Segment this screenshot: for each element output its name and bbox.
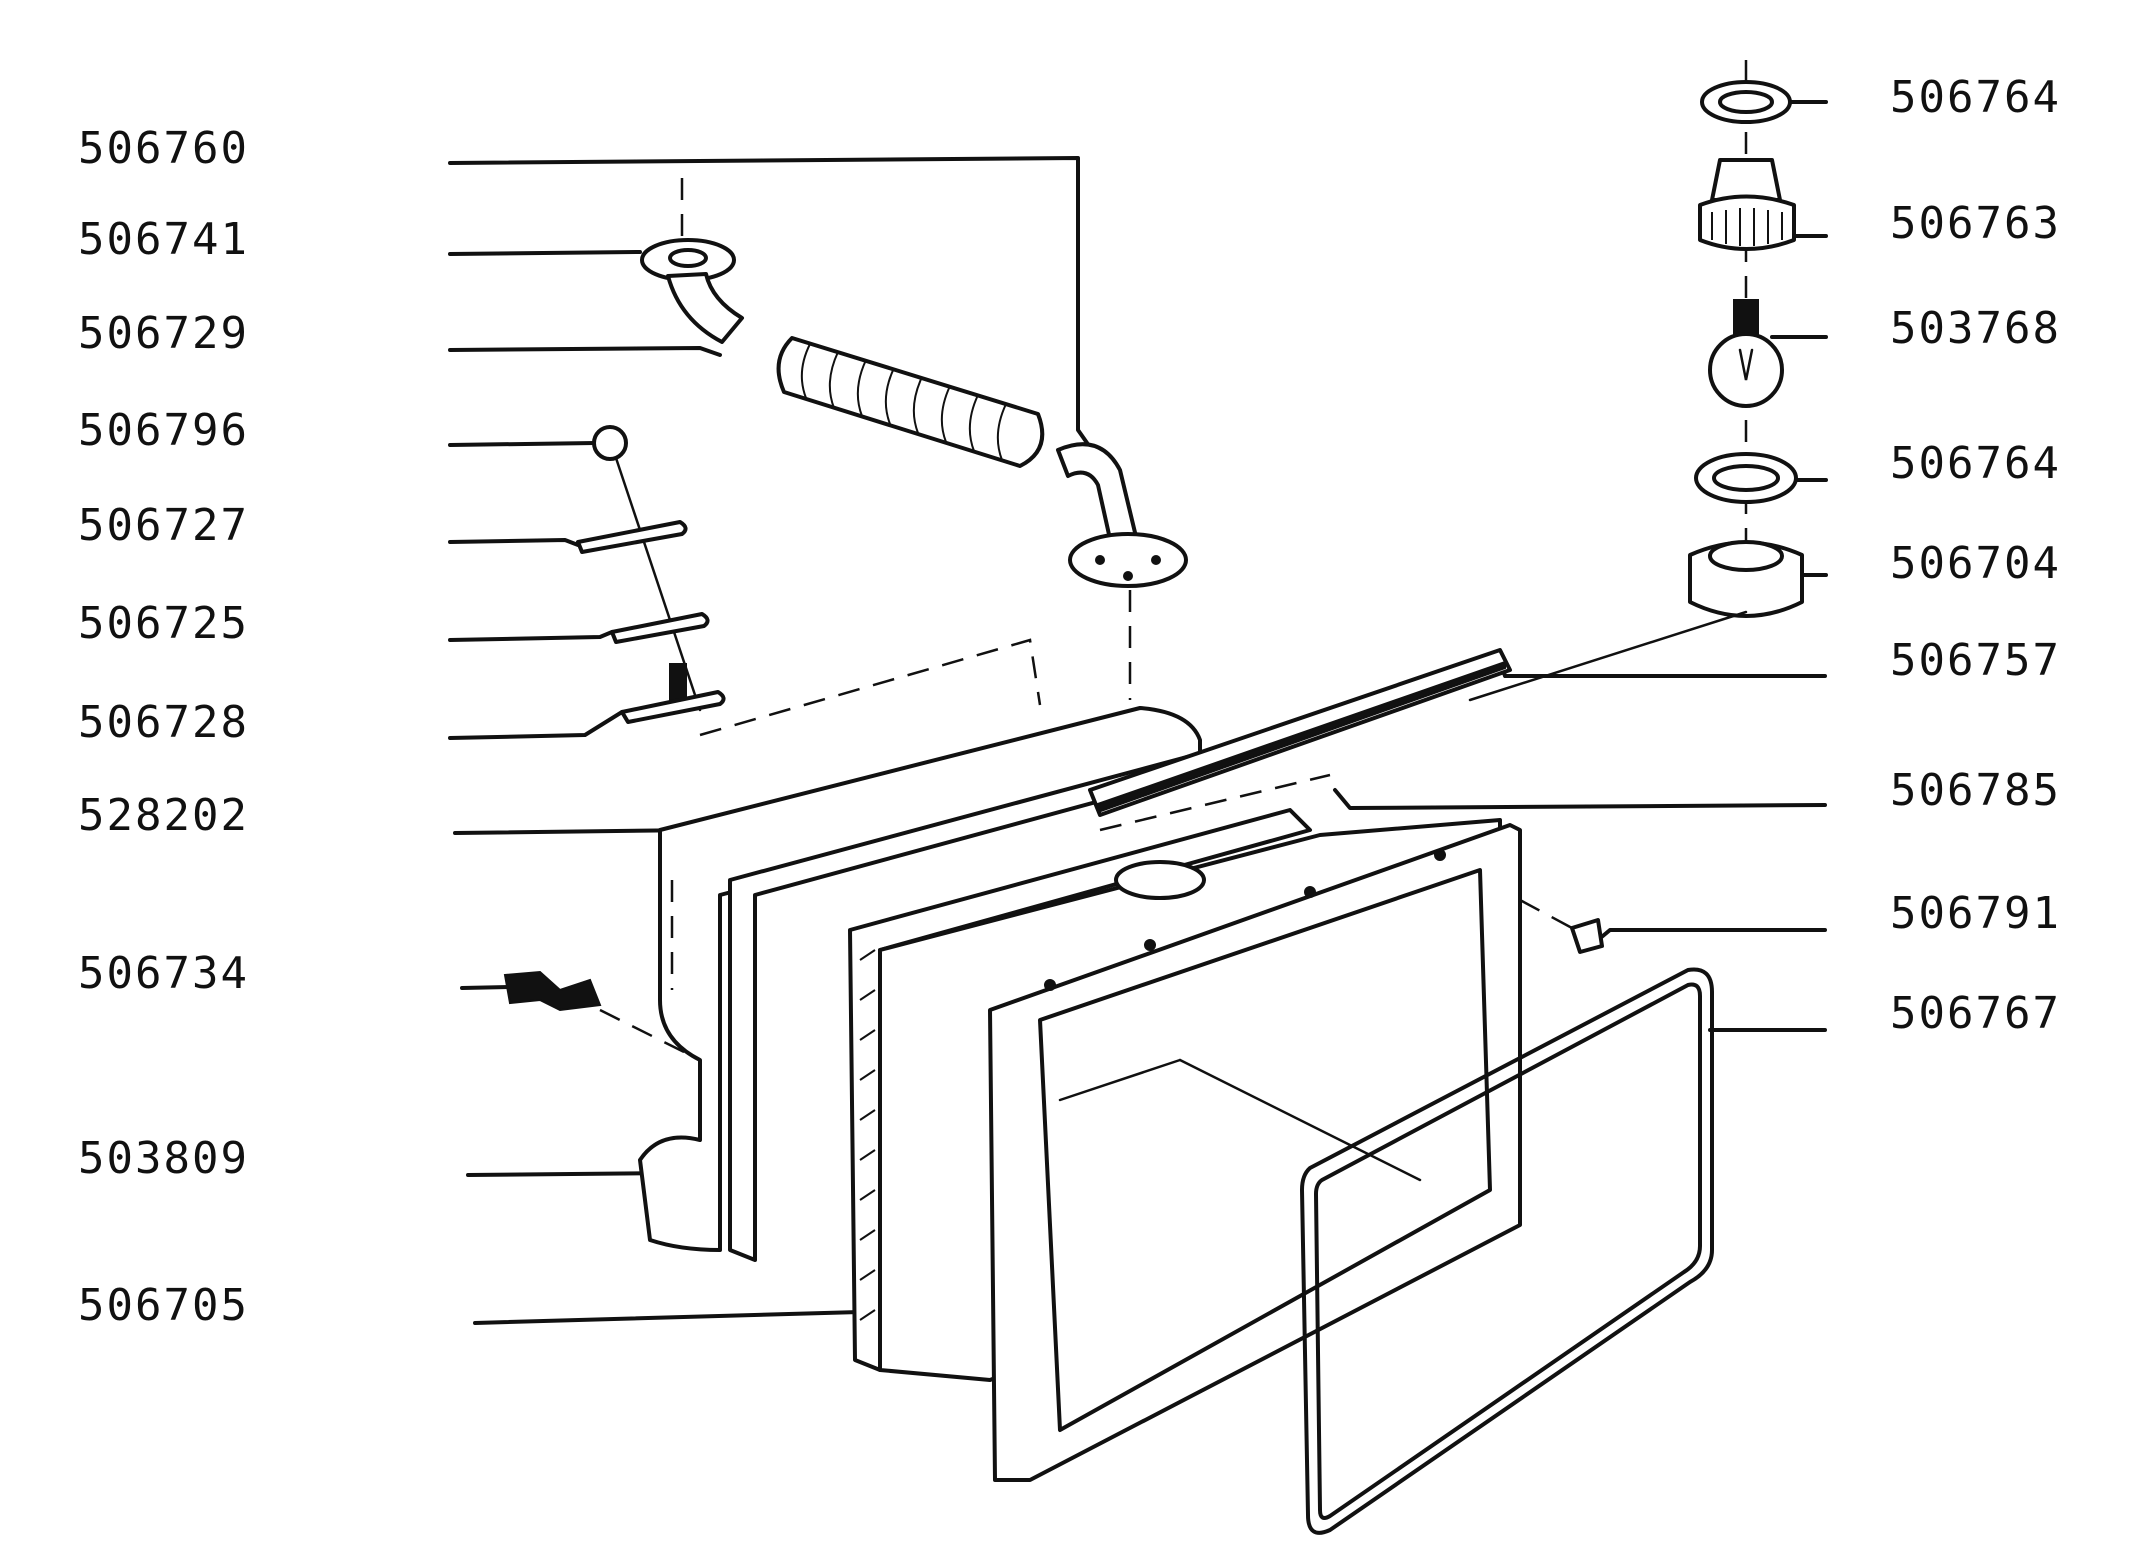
frame-screw-3 [1304,886,1316,898]
label-506729: 506729 [78,308,249,359]
connector-plug [503,970,602,1012]
right-label-column: 506764 506763 503768 506764 506704 50675… [1890,72,2061,1039]
clip-dash [1519,898,1573,930]
leader-506705 [473,1310,862,1325]
insulation-hatch [859,949,876,1321]
label-506741: 506741 [78,214,249,265]
cavity-inner-line-2 [1178,1058,1422,1182]
corrugated-hose [776,336,1045,468]
bulb-glass [1708,332,1784,408]
shell-dash-top [699,638,1042,737]
lamp-cover-glass [1708,540,1784,572]
probe-stack [576,425,726,724]
pipe-elbow-top [666,272,744,344]
label-506728: 506728 [78,697,249,748]
leader-506729 [448,346,722,357]
bulb-filament [1738,348,1754,381]
front-opening [1038,868,1492,1432]
pipe-flange-right [1068,532,1188,588]
flange-bolt-3 [1123,571,1133,581]
lamp-holder-ribs [1711,208,1783,246]
leader-506728 [448,710,624,740]
label-506791: 506791 [1890,888,2061,939]
label-506764-top: 506764 [1890,72,2061,123]
seal-ring-top-hole [1718,90,1774,114]
frame-screw-2 [1144,939,1156,951]
door-seal [1300,967,1714,1535]
label-506760: 506760 [78,123,249,174]
leader-506725 [448,630,614,642]
connector-dash [599,1008,691,1057]
label-506796: 506796 [78,405,249,456]
label-506704: 506704 [1890,538,2061,589]
probe-axis [614,456,702,712]
lamp-holder-neck [1710,158,1782,202]
label-506734: 506734 [78,948,249,999]
top-rail-groove [1093,660,1506,814]
frame-screw-1 [1044,979,1056,991]
right-leader-lines [1333,100,1828,1032]
label-528202: 528202 [78,790,249,841]
frame-screw-4 [1434,849,1446,861]
small-clip [1519,898,1604,954]
label-506785: 506785 [1890,765,2061,816]
lamp-cover-axis [1468,610,1748,702]
leader-506785 [1333,788,1827,810]
probe-plate-506728 [620,690,726,724]
leader-506796 [448,441,597,447]
leader-506734 [460,985,512,990]
label-506757: 506757 [1890,635,2061,686]
oven-cavity [638,638,1522,1482]
label-503809: 503809 [78,1133,249,1184]
lamp-holder-body [1698,194,1796,251]
rail-dash [1099,773,1331,832]
label-503768: 503768 [1890,303,2061,354]
leader-506727 [448,538,580,547]
probe-stem [669,663,687,701]
flange-bolt-1 [1095,555,1105,565]
probe-plate-506725 [610,612,710,644]
cavity-top-port [1114,860,1206,900]
clip-body [1570,918,1604,954]
seal-ring-bottom-hole [1712,464,1780,492]
side-connector [503,970,691,1057]
label-506763: 506763 [1890,198,2061,249]
bulb-base [1733,299,1759,335]
door-seal-inner [1314,982,1702,1520]
label-506767: 506767 [1890,988,2061,1039]
label-506764-bottom: 506764 [1890,438,2061,489]
label-506727: 506727 [78,500,249,551]
lamp-assembly [1468,60,1804,702]
left-label-column: 506760 506741 506729 506796 506727 50672… [78,123,249,1331]
label-506705: 506705 [78,1280,249,1331]
cavity-inner-line-1 [1058,1058,1182,1102]
label-506725: 506725 [78,598,249,649]
probe-plate-506727 [576,520,688,554]
outer-shell [638,706,1202,1252]
leader-506791 [1596,928,1827,942]
steam-pipe-assembly [640,178,1188,700]
probe-knob-506796 [592,425,628,461]
flange-bolt-2 [1151,555,1161,565]
door-seal-outer [1300,967,1714,1535]
leader-506760 [448,156,1094,452]
pipe-flange-top-hole [668,248,708,268]
hose-corrugations [800,343,1007,461]
leader-506741 [448,250,642,256]
